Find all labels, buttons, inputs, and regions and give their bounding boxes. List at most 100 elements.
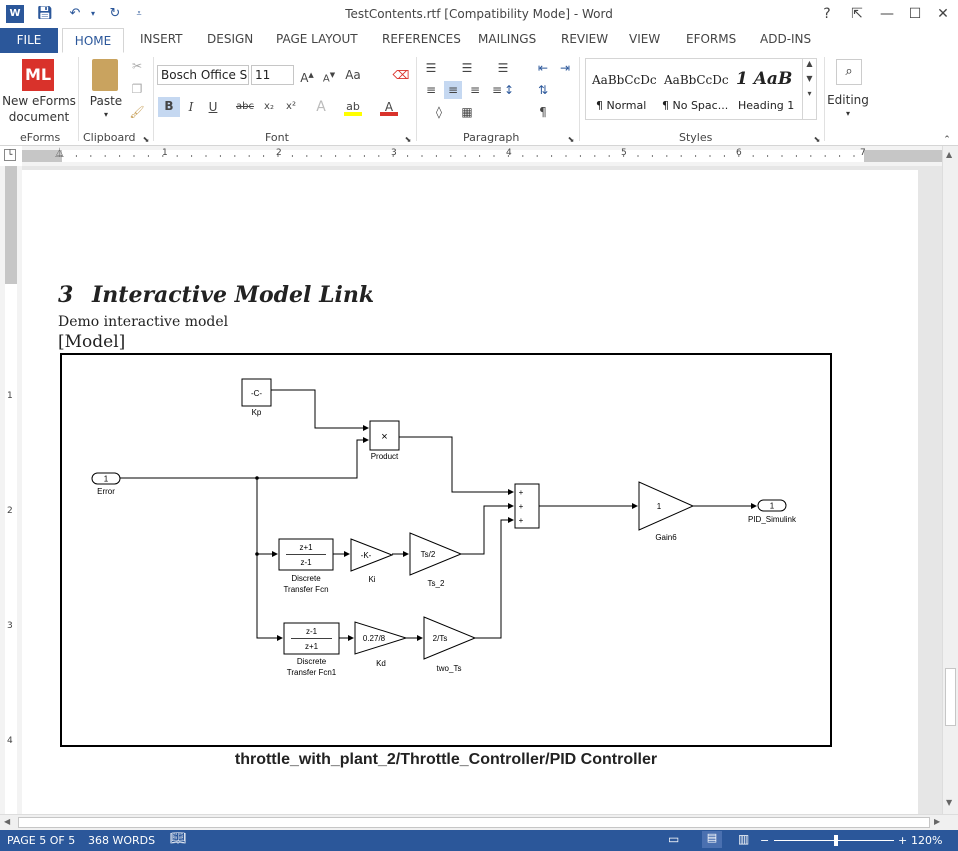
style-normal-preview[interactable]: AaBbCcDc bbox=[592, 73, 657, 87]
align-left-icon[interactable]: ≡ bbox=[425, 83, 437, 97]
style-heading1-name[interactable]: Heading 1 bbox=[738, 99, 795, 112]
style-normal-name[interactable]: ¶ Normal bbox=[596, 99, 647, 112]
two-ts-block[interactable] bbox=[423, 616, 477, 660]
tab-eforms[interactable]: EFORMS bbox=[686, 32, 737, 46]
document-area[interactable]: 3 Interactive Model Link Demo interactiv… bbox=[22, 166, 942, 814]
kd-block[interactable] bbox=[354, 621, 408, 655]
styles-more-icon[interactable]: ▾ bbox=[807, 89, 812, 98]
decrease-indent-icon[interactable]: ⇤ bbox=[537, 61, 549, 75]
scroll-up-icon[interactable]: ▲ bbox=[946, 150, 953, 159]
numbering-icon[interactable]: ☰ bbox=[461, 61, 473, 75]
format-painter-icon[interactable]: 🖌︎ bbox=[129, 105, 145, 119]
undo-icon[interactable]: ↶ bbox=[69, 6, 81, 21]
italic-button[interactable]: I bbox=[188, 100, 194, 114]
paragraph-launcher-icon[interactable]: ⬊ bbox=[567, 135, 575, 144]
copy-icon[interactable]: ❐ bbox=[131, 82, 143, 96]
print-layout-icon[interactable]: ▤ bbox=[702, 831, 722, 848]
kp-block[interactable] bbox=[241, 378, 272, 407]
editing-button[interactable]: Editing bbox=[827, 93, 869, 107]
style-no-spacing-name[interactable]: ¶ No Spac... bbox=[662, 99, 729, 112]
change-case-icon[interactable]: Aa bbox=[345, 68, 361, 82]
horizontal-scroll-thumb[interactable] bbox=[18, 817, 930, 828]
align-right-icon[interactable]: ≡ bbox=[469, 83, 481, 97]
pid-outport[interactable] bbox=[757, 499, 787, 512]
web-layout-icon[interactable]: ▥ bbox=[738, 832, 750, 846]
cut-icon[interactable]: ✂ bbox=[131, 59, 143, 73]
paste-button[interactable]: Paste bbox=[89, 94, 123, 108]
product-block[interactable] bbox=[369, 420, 400, 451]
document-page[interactable]: 3 Interactive Model Link Demo interactiv… bbox=[22, 170, 918, 814]
clipboard-launcher-icon[interactable]: ⬊ bbox=[142, 135, 150, 144]
ruler-indent-marker[interactable]: ⏅ bbox=[55, 149, 65, 159]
center-icon[interactable]: ≡ bbox=[444, 81, 462, 99]
font-size-combo[interactable]: 11 bbox=[251, 65, 294, 85]
tab-mailings[interactable]: MAILINGS bbox=[478, 32, 537, 46]
bold-button[interactable]: B bbox=[158, 97, 180, 117]
eforms-logo-icon[interactable]: ML bbox=[22, 59, 54, 91]
tab-file[interactable]: FILE bbox=[0, 28, 58, 53]
subscript-button[interactable]: x₂ bbox=[264, 101, 274, 112]
horizontal-ruler[interactable]: ⏅ └ 1 2 3 4 5 6 7 bbox=[4, 146, 942, 166]
styles-up-icon[interactable]: ▲ bbox=[806, 59, 813, 68]
styles-scroll[interactable]: ▲ ▼ ▾ bbox=[803, 58, 817, 120]
word-count[interactable]: 368 WORDS bbox=[88, 834, 156, 847]
new-eforms-document-label[interactable]: document bbox=[8, 110, 70, 124]
undo-dropdown-icon[interactable]: ▾ bbox=[90, 9, 95, 18]
styles-down-icon[interactable]: ▼ bbox=[806, 74, 813, 83]
save-icon[interactable]: 💾︎ bbox=[36, 6, 54, 21]
redo-icon[interactable]: ↻ bbox=[109, 6, 121, 21]
sum-block[interactable] bbox=[514, 483, 540, 529]
vertical-scrollbar[interactable]: ▲ ▼ bbox=[942, 146, 958, 814]
tab-page-layout[interactable]: PAGE LAYOUT bbox=[276, 32, 358, 46]
tab-design[interactable]: DESIGN bbox=[207, 32, 254, 46]
page-count[interactable]: PAGE 5 OF 5 bbox=[7, 834, 76, 847]
tab-selector-icon[interactable]: └ bbox=[4, 149, 16, 161]
clear-formatting-icon[interactable]: ⌫ bbox=[392, 68, 410, 82]
sort-icon[interactable]: ⇅ bbox=[537, 83, 549, 97]
highlight-color-icon[interactable]: ab bbox=[344, 98, 362, 116]
tab-references[interactable]: REFERENCES bbox=[382, 32, 461, 46]
tab-home[interactable]: HOME bbox=[62, 28, 124, 53]
strikethrough-button[interactable]: abc bbox=[236, 101, 254, 112]
styles-launcher-icon[interactable]: ⬊ bbox=[813, 135, 821, 144]
zoom-slider-thumb[interactable] bbox=[834, 835, 838, 846]
font-color-icon[interactable]: A bbox=[380, 98, 398, 116]
tab-view[interactable]: VIEW bbox=[629, 32, 661, 46]
ribbon-display-icon[interactable]: ⇱ bbox=[851, 6, 863, 22]
superscript-button[interactable]: x² bbox=[286, 101, 296, 112]
proofing-icon[interactable]: 📖︎ bbox=[170, 831, 187, 846]
help-button[interactable]: ? bbox=[823, 6, 831, 22]
vertical-scroll-thumb[interactable] bbox=[945, 668, 956, 726]
scroll-left-icon[interactable]: ◀ bbox=[4, 817, 11, 826]
horizontal-scrollbar[interactable]: ◀ ▶ bbox=[0, 814, 958, 830]
tab-insert[interactable]: INSERT bbox=[140, 32, 183, 46]
error-inport[interactable] bbox=[91, 472, 121, 485]
style-heading1-preview[interactable]: 1 AaB bbox=[736, 69, 793, 89]
font-launcher-icon[interactable]: ⬊ bbox=[404, 135, 412, 144]
show-formatting-icon[interactable]: ¶ bbox=[539, 105, 547, 119]
bullets-icon[interactable]: ☰ bbox=[425, 61, 437, 75]
line-spacing-icon[interactable]: ↕ bbox=[503, 83, 515, 97]
tab-add-ins[interactable]: ADD-INS bbox=[760, 32, 812, 46]
editing-dropdown-icon[interactable]: ▾ bbox=[845, 109, 850, 118]
model-diagram-frame[interactable]: -C- Kp × Product 1 Error z+1 z-1 Discret… bbox=[60, 353, 832, 747]
vertical-ruler[interactable]: 1 2 3 4 bbox=[0, 166, 22, 814]
maximize-button[interactable]: ☐ bbox=[908, 6, 922, 22]
tab-review[interactable]: REVIEW bbox=[561, 32, 609, 46]
multilevel-list-icon[interactable]: ☰ bbox=[497, 61, 509, 75]
ki-block[interactable] bbox=[350, 538, 394, 572]
customize-qat-icon[interactable]: ⩡ bbox=[136, 9, 142, 19]
zoom-level[interactable]: 120% bbox=[911, 834, 943, 847]
new-eforms-label[interactable]: New eForms bbox=[2, 94, 76, 108]
paste-icon[interactable] bbox=[92, 59, 118, 91]
font-name-combo[interactable]: Bosch Office S bbox=[157, 65, 249, 85]
word-app-icon[interactable]: W bbox=[6, 5, 24, 23]
underline-button[interactable]: U bbox=[208, 100, 218, 114]
read-mode-icon[interactable]: ▭ bbox=[668, 832, 680, 846]
ts2-block[interactable] bbox=[409, 532, 463, 576]
scroll-down-icon[interactable]: ▼ bbox=[946, 798, 953, 807]
text-effects-icon[interactable]: A bbox=[316, 99, 326, 115]
scroll-right-icon[interactable]: ▶ bbox=[934, 817, 941, 826]
increase-indent-icon[interactable]: ⇥ bbox=[559, 61, 571, 75]
paste-dropdown-icon[interactable]: ▾ bbox=[103, 110, 108, 119]
